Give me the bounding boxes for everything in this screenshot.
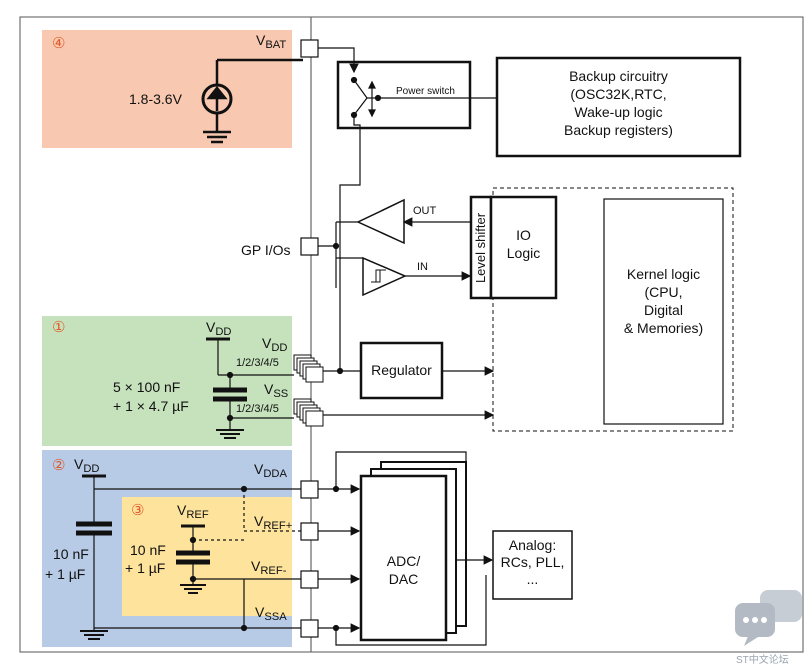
zone1-vdd-label: VDD (206, 319, 232, 338)
regulator-label: Regulator (371, 362, 432, 378)
zone2-decoupling (76, 474, 301, 640)
vbat-source-symbol (201, 58, 303, 144)
zone-3-backdrop (122, 497, 292, 616)
zone2-vdd-label: VDD (74, 456, 100, 475)
pin-pads (300, 39, 319, 638)
power-switch-box (336, 60, 472, 130)
backup-circuitry-label: Backup circuitry (OSC32K,RTC, Wake-up lo… (564, 68, 673, 138)
adc-dac-stack (359, 461, 467, 642)
in-signal-label: IN (417, 261, 428, 273)
power-switch-wiring (318, 47, 497, 368)
vbat-label: VBAT (256, 32, 287, 51)
zone3-cap-value-1: 10 nF (130, 542, 166, 558)
kernel-domain-dashed (492, 187, 734, 432)
vss-pins-range: 1/2/3/4/5 (236, 403, 279, 415)
zone-4-marker: ④ (52, 35, 66, 52)
vdd-stacked-pins (293, 354, 324, 383)
kernel-logic-label: Kernel logic (CPU, Digital & Memories) (623, 266, 704, 336)
chat-bubbles-icon (735, 590, 802, 646)
watermark-text: ST中文论坛 (736, 655, 789, 666)
diagram-frame (19, 16, 804, 653)
adc-dac-label: ADC/ DAC (386, 553, 421, 587)
regulator-wiring (323, 366, 495, 420)
zone2-cap-value-2: + 1 µF (45, 566, 86, 582)
vss-stacked-pins (293, 398, 324, 427)
out-signal-label: OUT (413, 205, 437, 217)
kernel-logic-box (603, 198, 724, 425)
vref-plus-label: VREF+ (254, 513, 293, 532)
analog-box (492, 530, 573, 600)
vss-pins-label: VSS (264, 381, 289, 400)
analog-label: Analog: RCs, PLL, ... (500, 537, 565, 587)
zone3-cap-value-2: + 1 µF (125, 560, 166, 576)
vref-label: VREF (177, 502, 209, 521)
zone2-cap-value-1: 10 nF (53, 546, 89, 562)
zone1-cap-value-2: + 1 × 4.7 µF (113, 398, 189, 414)
backup-circuitry-box (495, 56, 742, 158)
analog-wiring (318, 451, 494, 646)
io-logic-label: IO Logic (506, 227, 541, 261)
zone-4-backdrop (42, 30, 292, 148)
vdd-pins-label: VDD (262, 335, 288, 354)
level-shifter-label: Level shifter (473, 212, 488, 284)
zone-1-backdrop (42, 316, 292, 446)
zone-2-marker: ② (52, 457, 66, 474)
io-buffers (318, 198, 472, 297)
power-switch-label: Power switch (396, 86, 455, 97)
vssa-label: VSSA (255, 604, 287, 623)
vbat-voltage-range: 1.8-3.6V (129, 91, 182, 107)
vref-minus-label: VREF- (251, 558, 287, 577)
io-logic-box (489, 195, 558, 300)
zone3-decoupling (176, 524, 244, 594)
vdda-label: VDDA (254, 461, 287, 480)
zone-1-marker: ① (52, 319, 66, 336)
zone1-cap-value-1: 5 × 100 nF (113, 379, 181, 395)
zone1-decoupling (206, 337, 294, 439)
vdd-pins-range: 1/2/3/4/5 (236, 357, 279, 369)
gpio-label: GP I/Os (241, 242, 291, 258)
zone-3-marker: ③ (131, 502, 145, 519)
